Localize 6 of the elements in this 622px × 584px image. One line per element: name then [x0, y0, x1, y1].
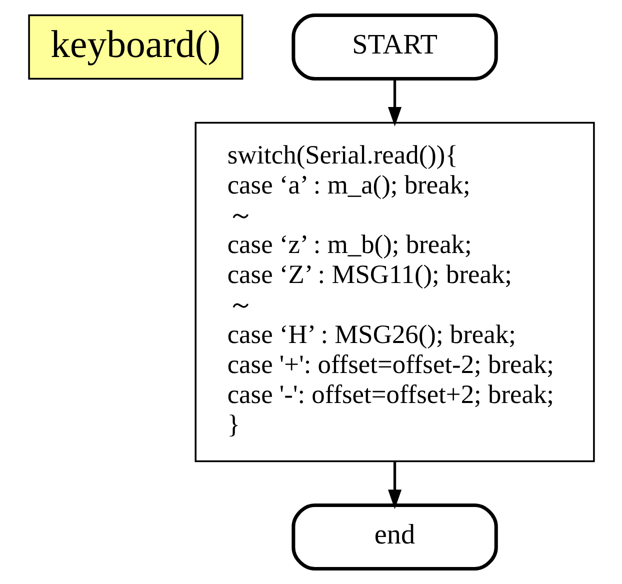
node-box: end: [291, 504, 498, 570]
node-box: START: [291, 14, 498, 80]
node-box: switch(Serial.read()){ case ‘a’ : m_a(); break; ～ case ‘z’ : m_b(); break; case ‘Z’ : MSG11(); break; ～ case ‘H’ : MSG26(); break; case '+': offset=offset-2; break; case '-': offset=offset+2; break; }: [194, 122, 594, 462]
arrow: [387, 78, 402, 126]
node-box: keyboard(): [28, 14, 243, 80]
arrow: [387, 461, 402, 510]
